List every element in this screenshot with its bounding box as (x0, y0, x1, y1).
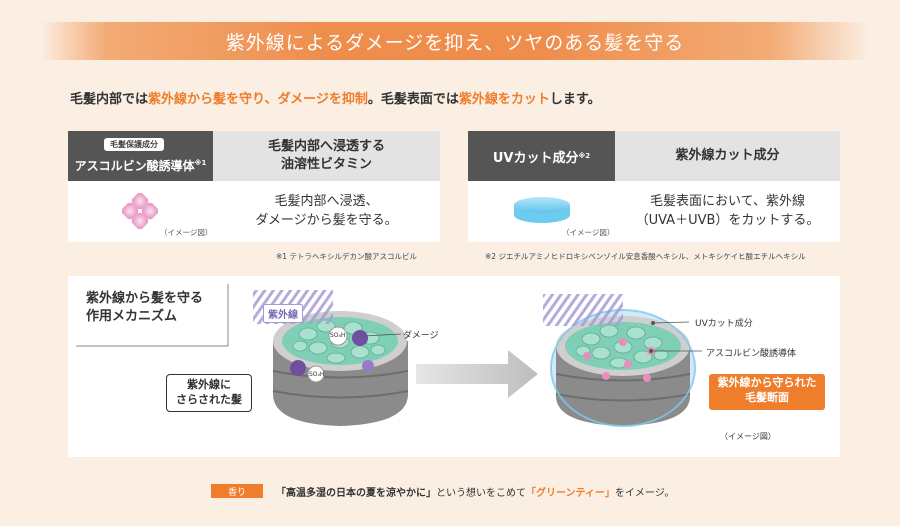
footnote-mark: ※1 (194, 159, 207, 167)
mechanism-panel: 紫外線から髪を守る 作用メカニズム 紫外線 SO₄H SO₄H ダメージ 紫外線… (68, 276, 840, 457)
protected-hair-callout: 紫外線から守られた 毛髪断面 (709, 374, 825, 410)
fragrance-mid: という想いをこめて (436, 488, 526, 499)
damage-label: ダメージ (403, 331, 439, 341)
protected-hair-cross-section (543, 294, 702, 427)
mechanism-title-line: 紫外線から髪を守る (86, 291, 204, 306)
image-caption: （イメージ図） (720, 432, 776, 441)
description-line: （UVA＋UVB）をカットする。 (635, 212, 820, 228)
mechanism-diagram (76, 284, 702, 427)
fragrance-highlight: 「グリーンティー」 (526, 488, 615, 499)
callout-line: 紫外線に (187, 378, 231, 391)
flower-molecule-icon (122, 193, 158, 229)
intro-text: 毛髪内部では紫外線から髪を守り、ダメージを抑制。毛髪表面では紫外線をカットします… (70, 88, 601, 107)
fragrance-quote: 「高温多湿の日本の夏を涼やかに」 (276, 488, 436, 499)
ingredient-description: 毛髪表面において、紫外線 （UVA＋UVB）をカットする。 (615, 181, 840, 242)
intro-highlight: 紫外線をカット (458, 92, 550, 107)
ingredient-table-uvcut: UVカット成分※2 紫外線カット成分 （イメージ図） 毛髪表面において、紫外線 （… (468, 131, 840, 242)
fragrance-text: 「高温多湿の日本の夏を涼やかに」という想いをこめて「グリーンティー」をイメージ。 (276, 484, 674, 499)
image-caption: （イメージ図） (160, 228, 213, 237)
ingredient-badge: 毛髪保護成分 (104, 138, 164, 151)
damaged-hair-cross-section (253, 290, 409, 426)
ingredient-header: UVカット成分※2 (468, 131, 615, 181)
intro-part: 毛髪内部では (70, 92, 149, 107)
ingredient-type-line: 毛髪内部へ浸透する (267, 139, 385, 155)
uv-tag: 紫外線 (263, 304, 303, 323)
intro-part: します。 (549, 92, 601, 107)
ingredient-description: 毛髪内部へ浸透、ダメージから髪を守る。 (213, 181, 440, 242)
radical-label: SO₄H (330, 332, 346, 339)
ingredient-type: 紫外線カット成分 (615, 131, 840, 181)
footnote-2: ※2 ジエチルアミノヒドロキシベンゾイル安息香酸ヘキシル、メトキシケイヒ酸エチル… (485, 252, 806, 261)
ingredient-name: アスコルビン酸誘導体※1 (68, 157, 213, 174)
ascorbic-label: アスコルビン酸誘導体 (706, 349, 797, 359)
footnote-mark: ※2 (578, 152, 591, 160)
callout-line: 紫外線から守られた (717, 376, 817, 389)
uv-disc-icon (514, 197, 570, 223)
ingredient-type-line: 油溶性ビタミン (280, 157, 372, 172)
intro-part: 。毛髪表面では (367, 92, 459, 107)
fragrance-end: をイメージ。 (614, 488, 675, 499)
arrow-icon (416, 350, 538, 398)
ingredient-name: UVカット成分 (492, 150, 579, 166)
mechanism-title-line: 作用メカニズム (86, 309, 178, 325)
banner-title: 紫外線によるダメージを抑え、ツヤのある髪を守る (225, 31, 685, 54)
mechanism-title: 紫外線から髪を守る 作用メカニズム (86, 290, 203, 326)
callout-line: さらされた髪 (176, 392, 242, 406)
callout-line: 毛髪断面 (745, 390, 789, 404)
intro-highlight: 紫外線から髪を守り、ダメージを抑制 (148, 92, 368, 107)
page-banner: 紫外線によるダメージを抑え、ツヤのある髪を守る (40, 22, 870, 60)
image-caption: （イメージ図） (562, 228, 615, 237)
exposed-hair-callout: 紫外線に さらされた髪 (166, 374, 252, 412)
description-line: 毛髪表面において、紫外線 (650, 193, 805, 209)
uvcut-label: UVカット成分 (695, 319, 753, 329)
ingredient-name-text: アスコルビン酸誘導体 (74, 159, 195, 173)
footnote-1: ※1 テトラヘキシルデカン酸アスコルビル (276, 252, 417, 261)
ingredient-type: 毛髪内部へ浸透する油溶性ビタミン (213, 131, 440, 181)
radical-label: SO₄H (309, 371, 325, 378)
fragrance-tag: 香り (211, 484, 263, 498)
description-line: ダメージから髪を守る。 (255, 212, 398, 228)
description-line: 毛髪内部へ浸透、 (274, 193, 379, 209)
ingredient-header: 毛髪保護成分 アスコルビン酸誘導体※1 (68, 131, 213, 181)
ingredient-table-ascorbic: 毛髪保護成分 アスコルビン酸誘導体※1 毛髪内部へ浸透する油溶性ビタミン （イメ… (68, 131, 440, 242)
